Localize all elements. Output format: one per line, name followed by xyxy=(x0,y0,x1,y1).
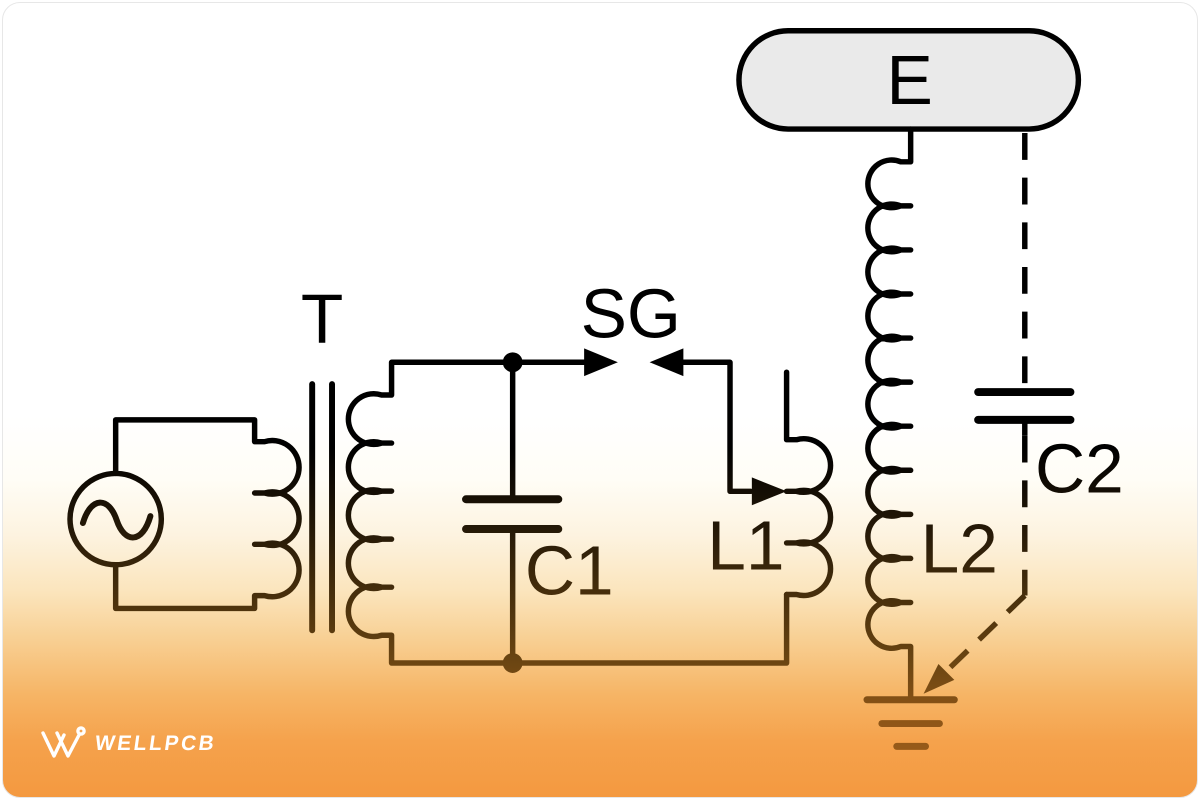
spark-gap-right-arrow-icon xyxy=(649,348,684,377)
transformer-primary-loop xyxy=(112,417,302,612)
spark-gap-left-arrow-icon xyxy=(584,348,618,377)
label-transformer: T xyxy=(301,279,343,357)
junction-dot-bottom xyxy=(502,653,523,673)
transformer-secondary-and-rails xyxy=(345,359,790,666)
ground-symbol-icon xyxy=(863,696,958,750)
wellpcb-logo-text: WELLPCB xyxy=(93,731,218,755)
wellpcb-w-mark-icon xyxy=(41,726,86,758)
label-c2: C2 xyxy=(1035,429,1124,507)
label-electrode: E xyxy=(886,41,932,119)
c2-dashed-diagonal xyxy=(939,593,1027,678)
label-spark-gap: SG xyxy=(581,274,681,352)
label-c1: C1 xyxy=(525,532,614,610)
capacitor-c2 xyxy=(939,133,1075,678)
capacitor-c1 xyxy=(462,359,563,666)
secondary-coil-l2 xyxy=(865,126,914,701)
primary-coil-l1 xyxy=(783,369,834,599)
label-l2: L2 xyxy=(921,510,998,588)
transformer-core xyxy=(309,381,336,634)
ac-source xyxy=(67,470,165,568)
schematic-svg: T SG C1 L1 L2 C2 E xyxy=(67,28,1124,750)
ac-sine-icon xyxy=(79,499,154,541)
wellpcb-logo: WELLPCB xyxy=(39,725,218,761)
label-l1: L1 xyxy=(707,507,784,585)
spark-gap xyxy=(509,348,787,506)
primary-tap-arrow-icon xyxy=(751,477,787,506)
c2-ground-arrow-icon xyxy=(923,664,955,694)
